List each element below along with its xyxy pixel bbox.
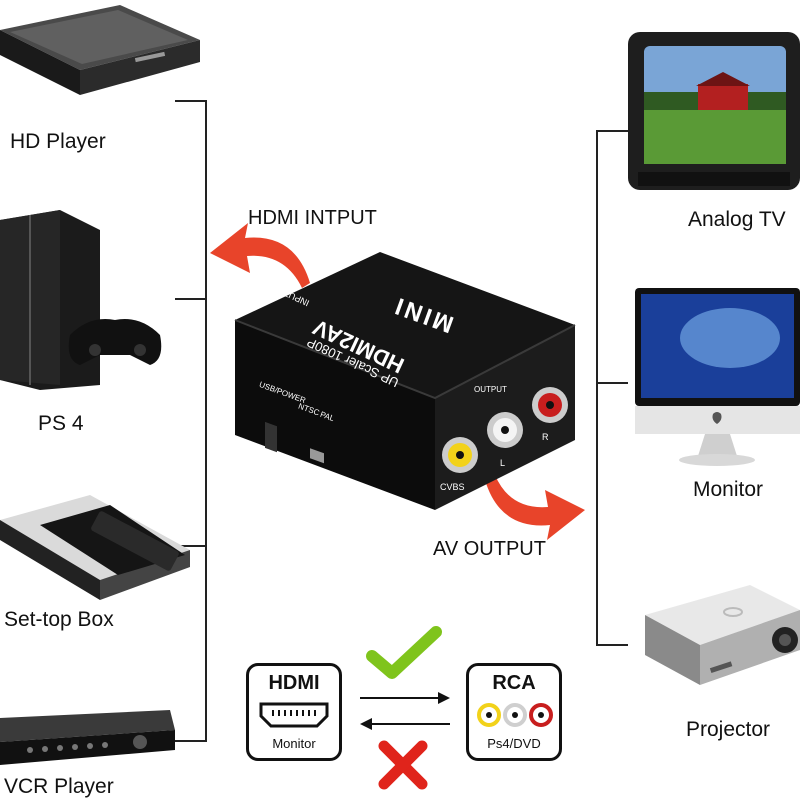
hdmi-legend-sub: Monitor [272,736,316,751]
converter-box [234,252,576,510]
right-bracket-vertical [596,130,598,646]
left-bracket-ps4 [175,298,207,300]
label-monitor: Monitor [693,478,764,501]
left-bracket-vertical [205,100,207,740]
analog-tv-image [628,32,800,190]
hd-player-image [0,5,200,95]
settop-box-image [0,495,190,600]
label-settop-box: Set-top Box [4,608,114,631]
hdmi-port-icon [259,702,329,728]
left-bracket-vcr [175,740,207,742]
right-bracket-monitor [596,382,628,384]
cross-icon [378,740,428,790]
label-av-output: AV OUTPUT [433,538,546,560]
right-bracket-tv [596,130,628,132]
projector-image [645,585,800,685]
check-icon [366,626,442,679]
label-hd-player: HD Player [10,130,106,153]
hdmi-legend-box: HDMI Monitor [246,663,342,761]
rca-jack-cvbs [442,437,478,473]
label-analog-tv: Analog TV [688,208,786,231]
converter-output: OUTPUT [474,385,507,394]
vcr-player-image [0,710,175,765]
label-hdmi-input: HDMI INTPUT [248,207,377,229]
label-projector: Projector [686,718,771,741]
label-vcr-player: VCR Player [4,775,114,798]
arrow-left-icon [360,718,450,730]
rca-legend-box: RCA Ps4/DVD [466,663,562,761]
right-bracket-projector [596,644,628,646]
arrow-right-icon [360,692,450,704]
rca-legend-title: RCA [492,672,536,694]
rca-jack-r [532,387,568,423]
converter-l: L [500,458,506,468]
arrow-hdmi-input [210,223,310,288]
arrow-av-output [485,475,585,540]
converter-r: R [542,432,549,442]
left-bracket-hd [175,100,207,102]
ps4-image [0,210,162,390]
label-ps4: PS 4 [38,412,84,435]
rca-plugs-icon [477,703,553,727]
hdmi-legend-title: HDMI [268,672,320,694]
converter-cvbs: CVBS [440,482,465,492]
rca-legend-sub: Ps4/DVD [487,736,541,751]
rca-jack-l [487,412,523,448]
left-bracket-settop [175,545,207,547]
monitor-image [635,288,800,466]
